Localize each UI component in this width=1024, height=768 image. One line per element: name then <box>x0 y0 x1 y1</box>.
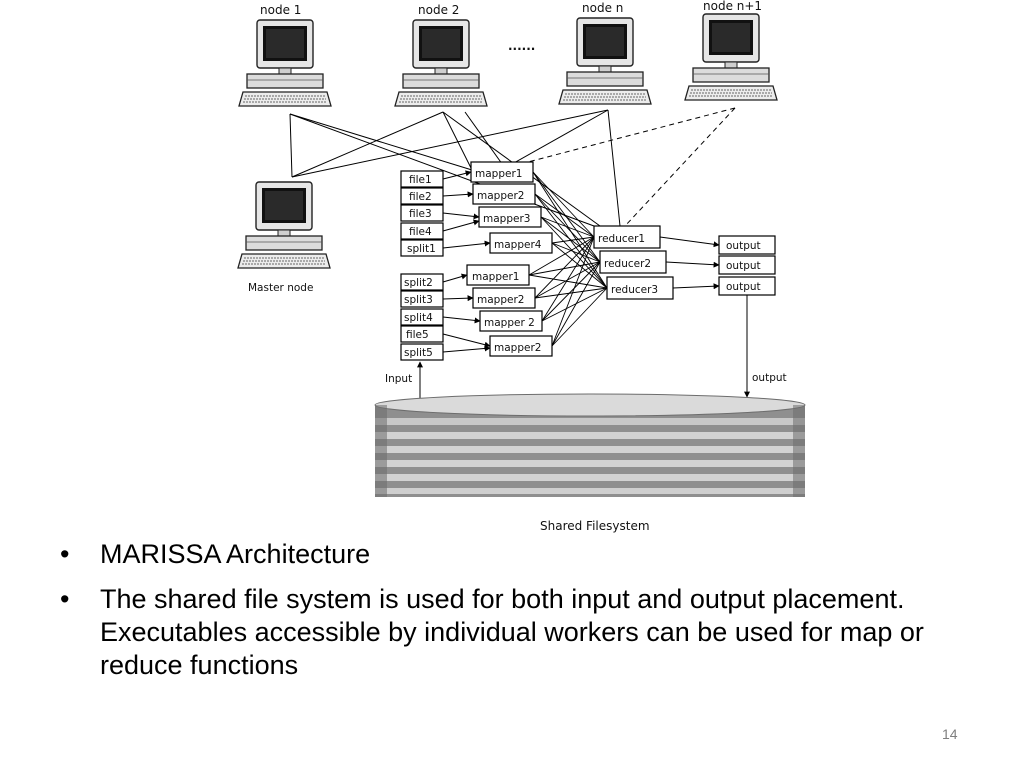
nodes-ellipsis: ...... <box>508 39 535 53</box>
bullet-dot: • <box>60 584 70 614</box>
reducer-output-arrows <box>659 236 720 290</box>
input-label: Input <box>385 373 412 385</box>
bullet-text-2: The shared file system is used for both … <box>100 584 924 680</box>
input-file1: file1 <box>409 174 432 186</box>
input-files-group-1 <box>400 170 444 257</box>
bullet-list: • MARISSA Architecture • The shared file… <box>60 538 960 694</box>
shared-filesystem-label: Shared Filesystem <box>540 519 650 533</box>
outputs <box>718 235 776 296</box>
mapper-4a: mapper4 <box>494 239 542 251</box>
page-number: 14 <box>942 726 958 742</box>
mappers-group-2 <box>466 264 553 357</box>
input-split1: split1 <box>407 243 436 255</box>
mapper-3a: mapper3 <box>483 213 530 225</box>
input-files-group-2 <box>400 273 444 361</box>
node-label-2: node 2 <box>418 3 459 17</box>
input-split5: split5 <box>404 347 433 359</box>
node-label-n-plus-1: node n+1 <box>703 0 762 13</box>
node-n-plus-1-computer-icon <box>684 13 778 101</box>
input-split4: split4 <box>404 312 433 324</box>
reducer-1: reducer1 <box>598 233 645 245</box>
master-node-computer-icon <box>237 181 331 269</box>
filesystem-connectors <box>417 295 750 398</box>
node-n-computer-icon <box>558 17 652 105</box>
output-3: output <box>726 281 761 293</box>
bullet-text-1: MARISSA Architecture <box>100 539 371 569</box>
bullet-item: • MARISSA Architecture <box>60 538 960 571</box>
master-node-label: Master node <box>248 282 313 294</box>
output-2: output <box>726 260 761 272</box>
input-file4: file4 <box>409 226 432 238</box>
bullet-item: • The shared file system is used for bot… <box>60 583 960 682</box>
mapper-2d: mapper2 <box>494 342 541 354</box>
node-label-1: node 1 <box>260 3 301 17</box>
mapper-1b: mapper1 <box>472 271 519 283</box>
marissa-architecture-diagram: node 1 node 2 node n node n+1 ...... Mas… <box>237 0 806 533</box>
shared-filesystem-disk-icon <box>374 393 806 497</box>
node-2-computer-icon <box>394 19 488 107</box>
node-label-n: node n <box>582 1 623 15</box>
output-1: output <box>726 240 761 252</box>
mapper-1a: mapper1 <box>475 168 522 180</box>
mapper-2a: mapper2 <box>477 190 524 202</box>
mapper-2c: mapper 2 <box>484 317 535 329</box>
bullet-dot: • <box>60 539 70 569</box>
mapper-2b: mapper2 <box>477 294 524 306</box>
input-file3: file3 <box>409 208 432 220</box>
mapper-reducer-links <box>528 171 608 347</box>
input-split3: split3 <box>404 294 433 306</box>
reducer-3: reducer3 <box>611 284 658 296</box>
input-file5: file5 <box>406 329 429 341</box>
output-label: output <box>752 372 787 384</box>
node-1-computer-icon <box>238 19 332 107</box>
input-split2: split2 <box>404 277 433 289</box>
input-mapper-arrows <box>442 170 491 353</box>
reducer-2: reducer2 <box>604 258 651 270</box>
mappers-group-1 <box>470 161 553 254</box>
input-file2: file2 <box>409 191 432 203</box>
